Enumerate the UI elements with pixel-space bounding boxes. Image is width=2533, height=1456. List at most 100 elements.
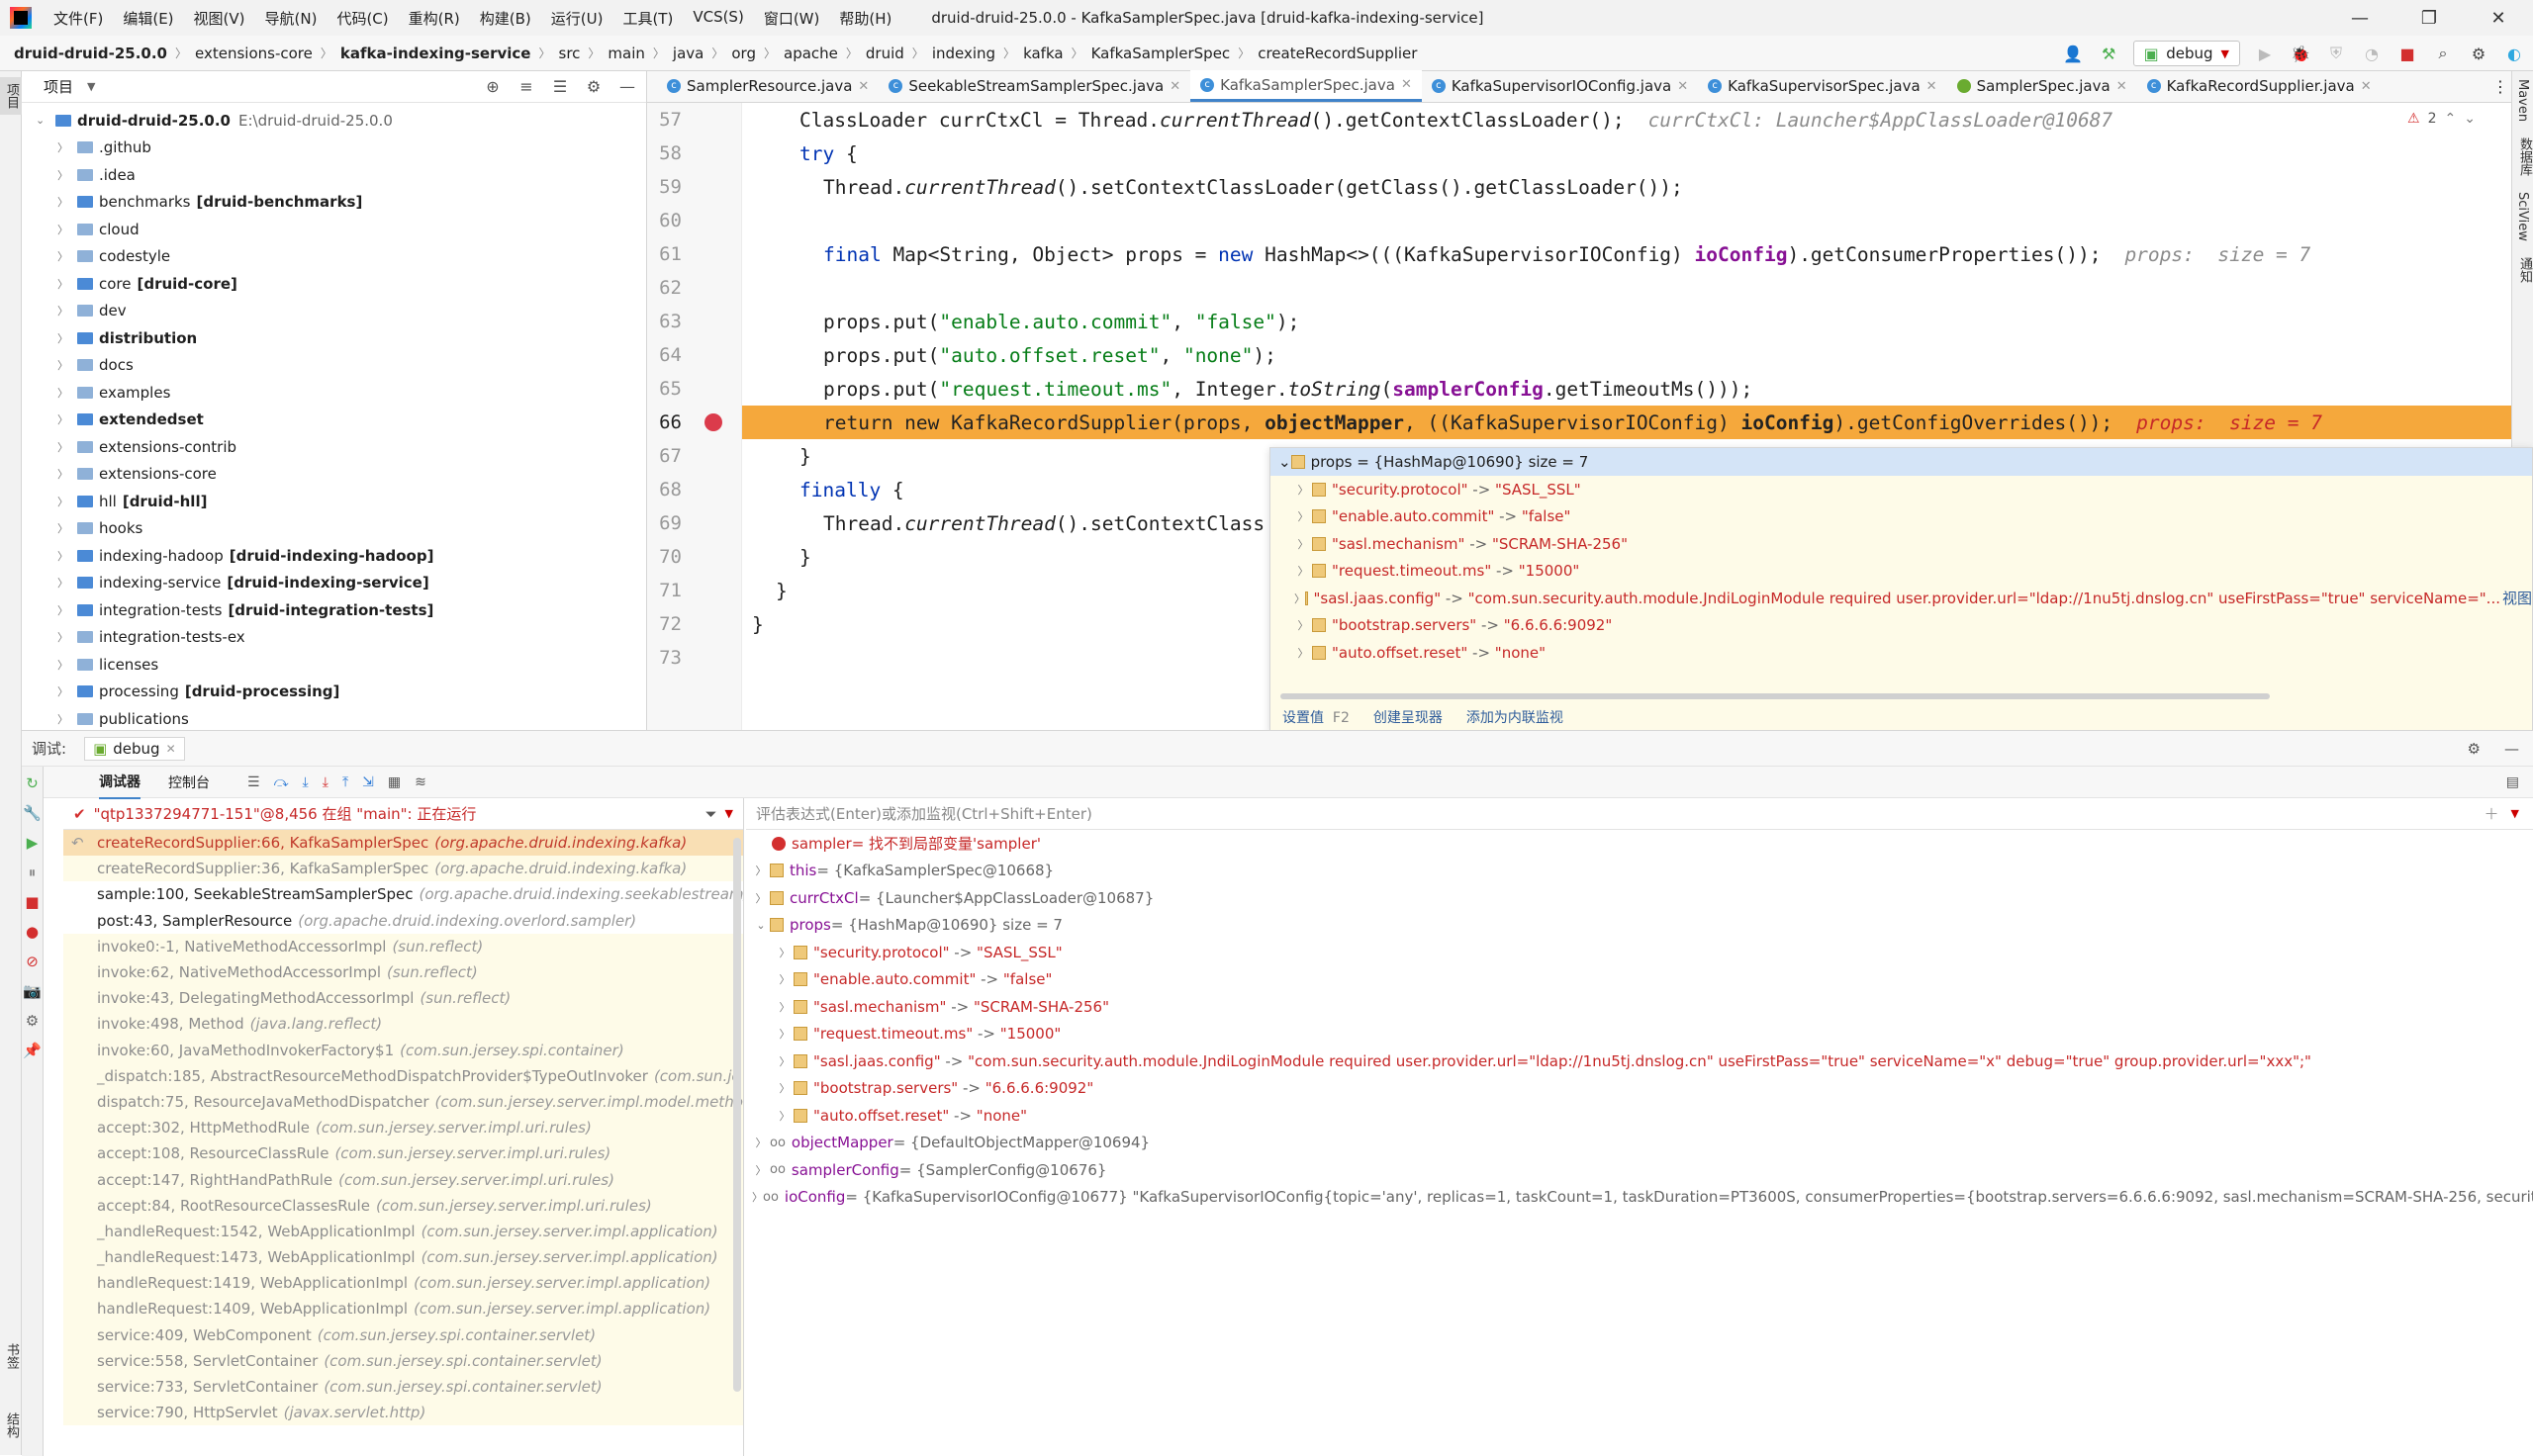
expanded-arrow-icon[interactable]: ⌄ <box>756 918 766 932</box>
tree-node[interactable]: 〉publications <box>57 709 189 728</box>
stack-frame[interactable]: service:558, ServletContainer(com.sun.je… <box>63 1347 743 1374</box>
stack-frame[interactable]: accept:84, RootResourceClassesRule(com.s… <box>63 1192 743 1219</box>
stop-icon[interactable]: ■ <box>2399 44 2415 63</box>
collapsed-arrow-icon[interactable]: 〉 <box>57 549 68 563</box>
breadcrumb-project[interactable]: druid-druid-25.0.0 <box>14 44 167 62</box>
variable-row[interactable]: 〉this = {KafkaSamplerSpec@10668} <box>746 858 2533 885</box>
show-execution-point-icon[interactable]: ☰ <box>247 774 260 790</box>
breadcrumb-item[interactable]: main <box>608 44 645 62</box>
pause-icon[interactable]: ⏸ <box>28 864 37 881</box>
collapsed-arrow-icon[interactable]: 〉 <box>1294 592 1305 605</box>
hide-panel-icon[interactable]: — <box>619 77 635 96</box>
collapsed-arrow-icon[interactable]: 〉 <box>1297 565 1309 579</box>
collapsed-arrow-icon[interactable]: 〉 <box>779 1054 791 1068</box>
breadcrumb-item[interactable]: java <box>672 44 704 62</box>
tree-node[interactable]: 〉indexing-service[druid-indexing-service… <box>57 574 429 592</box>
tree-node[interactable]: 〉processing[druid-processing] <box>57 682 340 701</box>
pin-icon[interactable]: 📌 <box>23 1042 42 1059</box>
stack-frame[interactable]: sample:100, SeekableStreamSamplerSpec(or… <box>63 881 743 908</box>
set-value-link[interactable]: 设置值 F2 <box>1282 710 1350 726</box>
stack-frame[interactable]: accept:302, HttpMethodRule(com.sun.jerse… <box>63 1115 743 1141</box>
step-into-icon[interactable]: ⤓ <box>302 774 309 790</box>
popup-horizontal-scrollbar[interactable] <box>1280 693 2270 699</box>
warning-icon[interactable]: ⚠ <box>2407 111 2420 127</box>
close-tab-icon[interactable]: ✕ <box>1400 77 1412 92</box>
collapsed-arrow-icon[interactable]: 〉 <box>755 864 767 878</box>
breadcrumb-item[interactable]: apache <box>784 44 838 62</box>
map-entry[interactable]: 〉"request.timeout.ms" -> "15000" <box>1270 558 2532 586</box>
collapse-all-icon[interactable]: ☰ <box>552 77 568 96</box>
collapsed-arrow-icon[interactable]: 〉 <box>1297 483 1309 497</box>
stack-frame[interactable]: createRecordSupplier:36, KafkaSamplerSpe… <box>63 856 743 882</box>
map-entry[interactable]: 〉"sasl.mechanism" -> "SCRAM-SHA-256" <box>1270 530 2532 558</box>
stack-frame[interactable]: handleRequest:1419, WebApplicationImpl(c… <box>63 1270 743 1297</box>
stack-frame[interactable]: invoke0:-1, NativeMethodAccessorImpl(sun… <box>63 933 743 959</box>
stack-frame[interactable]: invoke:62, NativeMethodAccessorImpl(sun.… <box>63 958 743 986</box>
tree-node[interactable]: 〉hooks <box>57 519 143 538</box>
maven-tool-button[interactable]: Maven <box>2515 79 2530 123</box>
locate-file-icon[interactable]: ⊕ <box>486 77 500 96</box>
map-entry[interactable]: 〉"bootstrap.servers" -> "6.6.6.6:9092" <box>1270 612 2532 640</box>
collapsed-arrow-icon[interactable]: 〉 <box>752 1191 763 1205</box>
stack-frame[interactable]: accept:147, RightHandPathRule(com.sun.je… <box>63 1166 743 1193</box>
menu-file[interactable]: 文件(F) <box>53 9 104 28</box>
tree-node[interactable]: 〉cloud <box>57 220 140 238</box>
force-step-into-icon[interactable]: ⤓ <box>322 774 328 790</box>
collapsed-arrow-icon[interactable]: 〉 <box>57 223 68 236</box>
view-breakpoints-icon[interactable]: ● <box>25 923 40 941</box>
stack-frame-selected[interactable]: ↶createRecordSupplier:66, KafkaSamplerSp… <box>63 830 743 857</box>
variable-row[interactable]: ⌄props = {HashMap@10690} size = 7 <box>746 912 2533 940</box>
menu-vcs[interactable]: VCS(S) <box>693 7 744 26</box>
stack-frame[interactable]: _handleRequest:1542, WebApplicationImpl(… <box>63 1218 743 1244</box>
rerun-icon[interactable]: ↻ <box>26 774 39 792</box>
settings-icon[interactable]: ⚙ <box>25 1012 40 1030</box>
tab-console[interactable]: 控制台 <box>168 774 210 791</box>
tree-node[interactable]: 〉extensions-core <box>57 465 217 484</box>
map-entry[interactable]: 〉"security.protocol" -> "SASL_SSL" <box>746 939 2533 966</box>
collapsed-arrow-icon[interactable]: 〉 <box>57 250 68 264</box>
tree-node[interactable]: 〉integration-tests[druid-integration-tes… <box>57 600 434 619</box>
tab-sampler-spec[interactable]: SamplerSpec.java✕ <box>1947 70 2137 102</box>
map-entry[interactable]: 〉"sasl.mechanism" -> "SCRAM-SHA-256" <box>746 993 2533 1021</box>
stack-frame[interactable]: _handleRequest:1473, WebApplicationImpl(… <box>63 1244 743 1271</box>
structure-tool-button[interactable]: 结构 <box>4 1412 19 1438</box>
chevron-down-icon[interactable]: ▼ <box>2510 807 2519 820</box>
collapsed-arrow-icon[interactable]: 〉 <box>1297 619 1309 633</box>
wrench-icon[interactable]: 🔧 <box>23 804 42 822</box>
menu-code[interactable]: 代码(C) <box>336 9 389 28</box>
stack-frame[interactable]: invoke:498, Method(java.lang.reflect) <box>63 1011 743 1038</box>
collapsed-arrow-icon[interactable]: 〉 <box>779 1109 791 1123</box>
map-entry[interactable]: 〉"sasl.jaas.config" -> "com.sun.security… <box>746 1047 2533 1075</box>
collapsed-arrow-icon[interactable]: 〉 <box>1297 537 1309 551</box>
tree-node[interactable]: 〉codestyle <box>57 247 171 266</box>
tree-node[interactable]: 〉extendedset <box>57 410 204 429</box>
map-entry[interactable]: 〉"auto.offset.reset" -> "none" <box>1270 639 2532 667</box>
tree-node[interactable]: 〉.github <box>57 138 151 157</box>
map-entry[interactable]: 〉"enable.auto.commit" -> "false" <box>1270 503 2532 531</box>
add-watch-icon[interactable]: ＋ <box>2484 805 2499 823</box>
map-entry[interactable]: 〉"bootstrap.servers" -> "6.6.6.6:9092" <box>746 1075 2533 1103</box>
chevron-down-icon[interactable]: ⌄ <box>2464 111 2476 127</box>
build-hammer-icon[interactable]: ⚒ <box>2102 44 2116 63</box>
tree-node[interactable]: 〉.idea <box>57 165 136 184</box>
coverage-icon[interactable]: ⛨ <box>2329 44 2342 62</box>
collapsed-arrow-icon[interactable]: 〉 <box>57 413 68 427</box>
collapsed-arrow-icon[interactable]: 〉 <box>779 1028 791 1042</box>
menu-tools[interactable]: 工具(T) <box>622 9 674 28</box>
collapsed-arrow-icon[interactable]: 〉 <box>57 359 68 373</box>
tree-node[interactable]: 〉integration-tests-ex <box>57 628 245 647</box>
collapsed-arrow-icon[interactable]: 〉 <box>57 468 68 482</box>
tree-node[interactable]: 〉licenses <box>57 655 159 674</box>
frames-scrollbar[interactable] <box>733 838 741 1392</box>
stack-frame[interactable]: _dispatch:185, AbstractResourceMethodDis… <box>63 1062 743 1089</box>
close-tab-icon[interactable]: ✕ <box>2360 78 2372 94</box>
layout-icon[interactable]: ▤ <box>2505 774 2519 790</box>
step-out-icon[interactable]: ⤒ <box>341 774 349 790</box>
collapsed-arrow-icon[interactable]: 〉 <box>1297 510 1309 524</box>
breadcrumb-module[interactable]: kafka-indexing-service <box>339 44 531 62</box>
debug-icon[interactable]: 🐞 <box>2291 44 2310 63</box>
